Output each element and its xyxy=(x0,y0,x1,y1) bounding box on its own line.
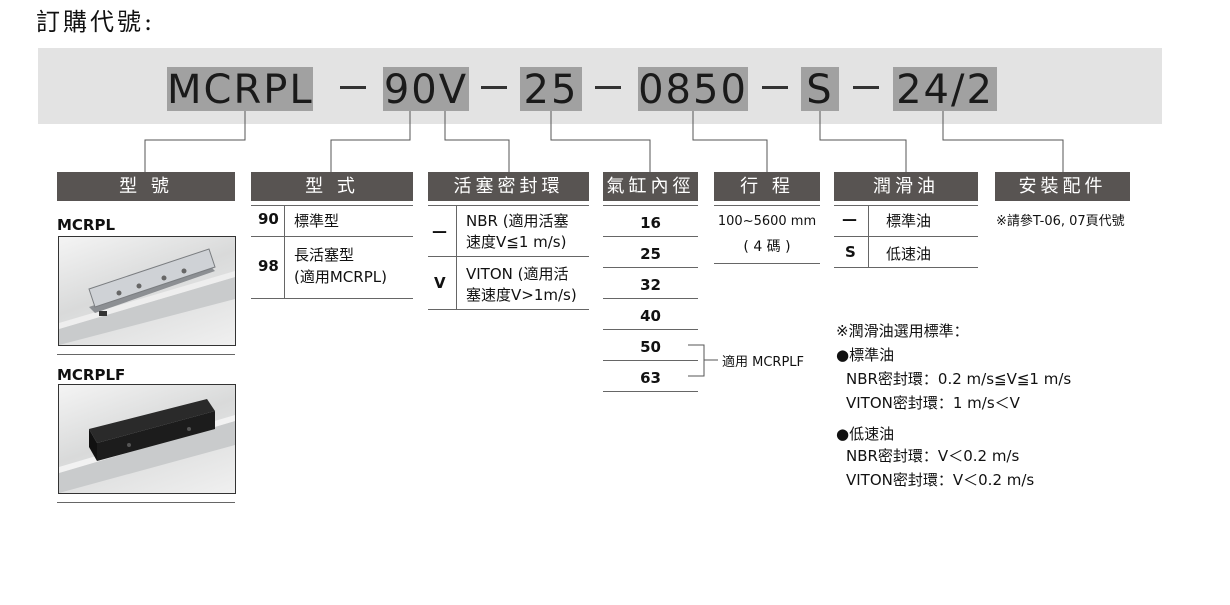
lube-notes-standard-title: ●標準油 xyxy=(836,346,895,364)
connector-seal xyxy=(444,111,510,172)
bore-top-line xyxy=(603,205,698,206)
connector-stroke xyxy=(692,111,768,172)
bore-bracket-note: 適用 MCRPLF xyxy=(722,355,805,370)
mcrpl-slider-photo xyxy=(58,236,236,346)
model-bottom-line xyxy=(57,502,235,503)
bore-value-40: 40 xyxy=(640,307,661,325)
bore-line-5 xyxy=(603,360,698,361)
connector-bore xyxy=(550,111,651,172)
type-code-98: 98 xyxy=(258,257,279,275)
lube-notes-standard-line-2: VITON密封環：1 m/s＜V xyxy=(846,394,1020,412)
lube-code-standard: — xyxy=(842,210,857,228)
connector-model xyxy=(144,111,246,172)
type-desc-90: 標準型 xyxy=(294,212,340,230)
model-label-mcrpl: MCRPL xyxy=(57,216,116,234)
header-seal: 活塞密封環 xyxy=(428,172,589,201)
lube-desc-low: 低速油 xyxy=(886,245,932,263)
bore-value-16: 16 xyxy=(640,214,661,232)
lube-desc-standard: 標準油 xyxy=(886,212,932,230)
lube-notes-low-line-1: NBR密封環：V＜0.2 m/s xyxy=(846,447,1020,465)
stroke-top-line xyxy=(714,205,820,206)
seal-top-line xyxy=(428,205,589,206)
accessory-note: ※請參T-06, 07頁代號 xyxy=(996,214,1125,229)
stroke-unit-note: ( 4 碼 ) xyxy=(743,239,791,255)
seal-code-viton: V xyxy=(434,274,446,292)
lube-notes-heading: ※潤滑油選用標準： xyxy=(836,322,969,340)
seal-row-line xyxy=(428,256,589,257)
code-segment-model: MCRPL xyxy=(167,67,314,113)
seal-desc-nbr-note: 速度V≦1 m/s) xyxy=(466,233,567,251)
code-dash-2 xyxy=(481,86,507,89)
model-divider xyxy=(57,354,235,355)
type-desc-98: 長活塞型 xyxy=(294,246,355,264)
header-accessory: 安裝配件 xyxy=(995,172,1130,201)
type-top-line xyxy=(251,205,413,206)
bore-line-1 xyxy=(603,236,698,237)
seal-divider xyxy=(456,205,457,309)
type-code-90: 90 xyxy=(258,210,279,228)
code-dash-3 xyxy=(595,86,621,89)
lube-top-line xyxy=(834,205,978,206)
connector-lube xyxy=(819,111,907,172)
lube-code-low: S xyxy=(845,243,856,261)
bore-value-63: 63 xyxy=(640,369,661,387)
page-title: 訂購代號: xyxy=(36,8,156,36)
bore-value-50: 50 xyxy=(640,338,661,356)
lube-notes-low-line-2: VITON密封環：V＜0.2 m/s xyxy=(846,471,1035,489)
model-label-mcrplf: MCRPLF xyxy=(57,366,126,384)
lube-row-line xyxy=(834,236,978,237)
bore-line-4 xyxy=(603,329,698,330)
header-bore: 氣缸內徑 xyxy=(603,172,698,201)
bore-value-25: 25 xyxy=(640,245,661,263)
code-segment-bore: 25 xyxy=(520,67,582,113)
lube-notes-standard-line-1: NBR密封環：0.2 m/s≦V≦1 m/s xyxy=(846,370,1072,388)
seal-code-nbr: — xyxy=(432,222,447,240)
connector-accessory xyxy=(942,111,1064,172)
type-bottom-line xyxy=(251,298,413,299)
code-segment-stroke: 0850 xyxy=(638,67,748,113)
code-segment-type-seal: 90V xyxy=(383,67,469,113)
type-divider xyxy=(284,205,285,298)
seal-desc-nbr: NBR (適用活塞 xyxy=(466,212,569,230)
stroke-range: 100~5600 mm xyxy=(717,214,817,229)
header-model: 型 號 xyxy=(57,172,235,201)
type-desc-98-note: (適用MCRPL) xyxy=(294,268,387,286)
connector-type xyxy=(330,111,411,172)
code-dash-5 xyxy=(853,86,879,89)
seal-desc-viton-note: 塞速度V>1m/s) xyxy=(466,286,577,304)
header-type: 型 式 xyxy=(251,172,413,201)
stroke-bottom-line xyxy=(714,263,820,264)
code-segment-lube: S xyxy=(801,67,839,113)
bore-line-3 xyxy=(603,298,698,299)
type-row-line xyxy=(251,236,413,237)
lube-bottom-line xyxy=(834,267,978,268)
mcrplf-slider-photo xyxy=(58,384,236,494)
seal-desc-viton: VITON (適用活 xyxy=(466,265,569,283)
code-segment-accessory: 24/2 xyxy=(893,67,997,113)
lube-notes-low-title: ●低速油 xyxy=(836,425,895,443)
code-dash-4 xyxy=(762,86,788,89)
bore-value-32: 32 xyxy=(640,276,661,294)
seal-bottom-line xyxy=(428,309,589,310)
header-lube: 潤滑油 xyxy=(834,172,978,201)
header-stroke: 行 程 xyxy=(714,172,820,201)
bore-bracket xyxy=(688,344,718,377)
bore-line-2 xyxy=(603,267,698,268)
bore-bottom-line xyxy=(603,391,698,392)
code-dash-1 xyxy=(340,86,366,89)
